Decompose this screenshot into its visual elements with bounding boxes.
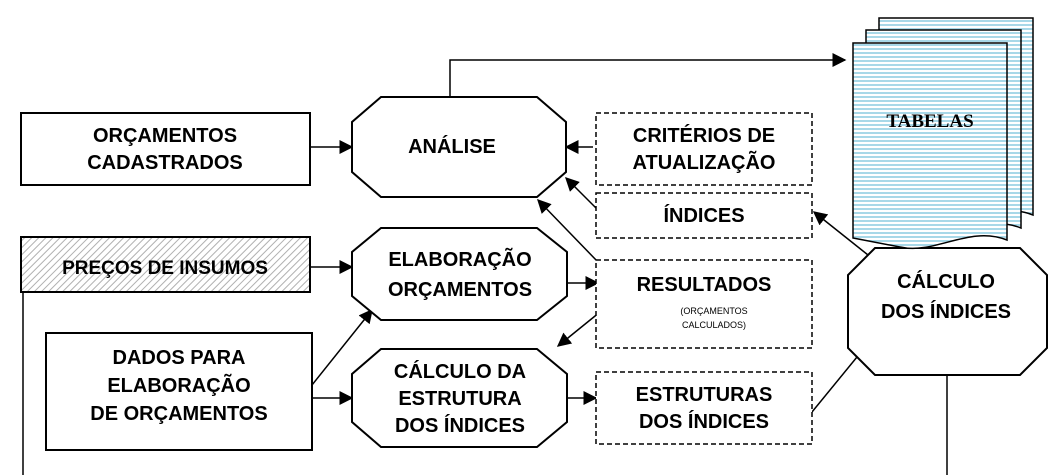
node-criterios-atualizacao: CRITÉRIOS DE ATUALIZAÇÃO bbox=[595, 112, 813, 186]
arrow-analise-to-tabelas bbox=[449, 53, 847, 97]
calculo-indices-line2: DOS ÍNDICES bbox=[881, 300, 1011, 323]
criterios-line2: ATUALIZAÇÃO bbox=[633, 151, 776, 174]
node-estruturas-indices: ESTRUTURAS DOS ÍNDICES bbox=[595, 371, 813, 445]
resultados-sub1: (ORÇAMENTOS bbox=[680, 306, 747, 316]
arrow-dados-to-elaboracao bbox=[311, 308, 373, 386]
arrow-resultados-to-calculo-estrutura bbox=[556, 311, 601, 347]
node-calculo-dos-indices: CÁLCULO DOS ÍNDICES bbox=[847, 247, 1048, 376]
orcamentos-line1: ORÇAMENTOS bbox=[93, 125, 237, 147]
node-elaboracao-orcamentos: ELABORAÇÃO ORÇAMENTOS bbox=[351, 227, 568, 321]
calculo-estrutura-line3: DOS ÍNDICES bbox=[395, 414, 525, 437]
node-dados-para-elaboracao: DADOS PARA ELABORAÇÃO DE ORÇAMENTOS bbox=[45, 332, 313, 451]
precos-label: PREÇOS DE INSUMOS bbox=[62, 258, 268, 279]
node-tabelas: TABELAS bbox=[852, 17, 1034, 250]
dados-line2: ELABORAÇÃO bbox=[107, 374, 250, 397]
node-indices: ÍNDICES bbox=[595, 192, 813, 239]
resultados-sub2: CALCULADOS) bbox=[682, 320, 746, 330]
arrow-resultados-to-analise bbox=[537, 198, 599, 263]
elaboracao-line2: ORÇAMENTOS bbox=[388, 279, 532, 301]
calculo-estrutura-line1: CÁLCULO DA bbox=[394, 360, 526, 383]
resultados-label: RESULTADOS bbox=[637, 274, 772, 296]
criterios-line1: CRITÉRIOS DE bbox=[633, 124, 775, 147]
node-precos-de-insumos: PREÇOS DE INSUMOS bbox=[20, 236, 311, 293]
node-calculo-estrutura-indices: CÁLCULO DA ESTRUTURA DOS ÍNDICES bbox=[351, 348, 568, 448]
node-analise: ANÁLISE bbox=[351, 96, 567, 198]
estruturas-line2: DOS ÍNDICES bbox=[639, 410, 769, 433]
arrow-calculo-indices-to-indices bbox=[812, 211, 869, 256]
node-orcamentos-cadastrados: ORÇAMENTOS CADASTRADOS bbox=[20, 112, 311, 186]
connectors bbox=[22, 53, 954, 475]
estruturas-line1: ESTRUTURAS bbox=[636, 384, 773, 406]
calculo-indices-line1: CÁLCULO bbox=[897, 270, 995, 293]
calculo-estrutura-line2: ESTRUTURA bbox=[398, 388, 521, 410]
indices-label: ÍNDICES bbox=[663, 204, 744, 227]
tabelas-label: TABELAS bbox=[886, 111, 973, 132]
node-resultados: RESULTADOS (ORÇAMENTOS CALCULADOS) bbox=[595, 259, 813, 349]
dados-line1: DADOS PARA bbox=[113, 347, 246, 369]
arrow-indices-to-analise bbox=[565, 177, 599, 211]
elaboracao-line1: ELABORAÇÃO bbox=[388, 248, 531, 271]
analise-label: ANÁLISE bbox=[408, 135, 496, 158]
orcamentos-line2: CADASTRADOS bbox=[87, 152, 243, 174]
dados-line3: DE ORÇAMENTOS bbox=[90, 403, 267, 425]
